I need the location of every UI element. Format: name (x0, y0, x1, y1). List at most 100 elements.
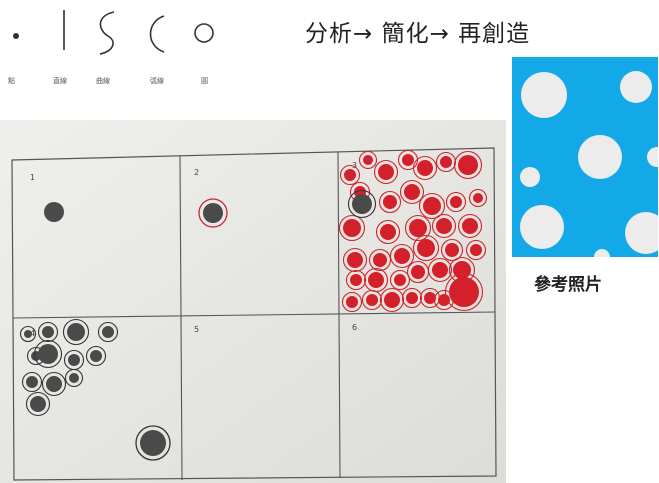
panel-3-red-dot (346, 296, 358, 308)
panel-3-red-dot-ring (341, 291, 363, 313)
dot-icon (13, 33, 19, 39)
reference-photo (512, 57, 658, 257)
panel-3-red-dot (423, 197, 441, 215)
panel-4-dot (102, 326, 114, 338)
panel-4-dot-ring (62, 318, 90, 346)
panel-4-dot (42, 326, 54, 338)
panel-3-red-dot (473, 193, 483, 203)
circle-icon (194, 23, 214, 43)
panel-4-dot-ring (33, 339, 63, 369)
sketch-sheet: 1 2 3 4 5 6 (0, 120, 506, 483)
panel-3-red-dot-ring (361, 289, 383, 311)
panel-number-6: 6 (352, 323, 357, 332)
panel-4-dot-ring (64, 368, 84, 388)
panel-3-red-dot-ring (338, 214, 366, 242)
panel-number-1: 1 (30, 173, 35, 182)
panel-3-red-dot-ring (379, 287, 405, 313)
panel-3-red-dot-ring (427, 257, 453, 283)
panel-3-red-dot-ring (444, 272, 484, 312)
panel-3-red-dot (343, 219, 361, 237)
element-label-arc: 弧線 (150, 77, 164, 85)
panel-3-red-dot-ring (418, 192, 446, 220)
reference-photo-dot (520, 167, 540, 187)
panel-3-red-dot-ring (368, 248, 392, 272)
panel-3-red-dot (462, 218, 478, 234)
panel-3-red-dot-ring (435, 151, 457, 173)
panel-4-dot (30, 396, 46, 412)
panel-4-dot-ring (41, 371, 67, 397)
element-label-circle: 圓 (201, 77, 208, 85)
reference-photo-caption: 參考照片 (534, 275, 602, 295)
panel-3-red-dot-ring (399, 179, 425, 205)
panel-3-red-dot (384, 292, 400, 308)
panel-3-red-dot-ring (342, 247, 368, 273)
panel-3-red-dot-ring (378, 190, 402, 214)
panel-number-2: 2 (194, 168, 199, 177)
panel-3-red-dot (394, 248, 410, 264)
panel-3-red-dot-ring (431, 213, 457, 239)
sketch-grid-line (337, 151, 341, 479)
panel-3-red-dot-ring (453, 150, 483, 180)
element-label-curve: 曲線 (96, 77, 110, 85)
reference-photo-dot (625, 212, 658, 254)
panel-3-red-dot (436, 218, 452, 234)
panel-3-red-dot (424, 292, 436, 304)
panel-3-red-dot-ring (404, 214, 432, 242)
panel-3-red-dot (411, 265, 425, 279)
curve-icon (99, 11, 115, 55)
element-label-dot: 點 (8, 77, 15, 85)
panel-3-red-dot (417, 239, 435, 257)
panel-4-large-dot-ring (135, 425, 171, 461)
panel-3-red-dot (417, 160, 433, 176)
element-label-straight-line: 直線 (53, 77, 67, 85)
panel-4-dot-ring (21, 371, 43, 393)
panel-3-red-dot (404, 184, 420, 200)
panel-3-red-dot-ring (401, 287, 423, 309)
sketch-grid-line (179, 155, 183, 481)
panel-4-dot-ring (97, 321, 119, 343)
panel-3-red-dot-ring (373, 159, 399, 185)
panel-3-red-dot (440, 156, 452, 168)
panel-3-red-dot (378, 164, 394, 180)
panel-3-red-dot-ring (445, 191, 467, 213)
panel-4-dot (24, 330, 32, 338)
arc-icon (149, 15, 165, 53)
panel-3-red-dot-ring (389, 243, 415, 269)
panel-3-red-dot (350, 274, 362, 286)
panel-3-red-dot-ring (457, 213, 483, 239)
panel-3-red-dot-ring (412, 155, 438, 181)
panel-4-dot (26, 376, 38, 388)
panel-3-red-dot-ring (375, 219, 401, 245)
sketch-sheet-border (11, 147, 497, 481)
panel-number-3: 3 (352, 161, 357, 170)
reference-photo-dot (578, 135, 622, 179)
panel-4-large-dot (140, 430, 166, 456)
panel-2-dot (203, 203, 223, 223)
panel-3-red-dot (449, 277, 479, 307)
panel-3-red-dot (402, 154, 414, 166)
panel-3-red-dot (347, 252, 363, 268)
reference-photo-dot (520, 205, 564, 249)
panel-3-red-dot (363, 155, 373, 165)
panel-3-red-dot (470, 244, 482, 256)
panel-3-red-dot-ring (358, 150, 378, 170)
panel-4-dot-ring (19, 325, 37, 343)
panel-3-red-dot (450, 196, 462, 208)
reference-photo-dot (594, 249, 610, 257)
panel-3-red-dot (458, 155, 478, 175)
panel-3-red-dot (366, 294, 378, 306)
panel-3-red-dot (438, 294, 450, 306)
panel-number-5: 5 (194, 325, 199, 334)
panel-3-red-dot-ring (345, 269, 367, 291)
panel-3-red-dot (380, 224, 396, 240)
reference-photo-dot (647, 147, 658, 167)
panel-4-dot (38, 344, 58, 364)
panel-4-dot (90, 350, 102, 362)
panel-3-red-dot (406, 292, 418, 304)
panel-3-dots (338, 149, 488, 313)
panel-4-dot (68, 354, 80, 366)
element-icons-row (13, 10, 214, 55)
panel-4-dot-ring (37, 321, 59, 343)
panel-3-red-dot-ring (339, 164, 361, 186)
panel-3-red-dot (344, 169, 356, 181)
